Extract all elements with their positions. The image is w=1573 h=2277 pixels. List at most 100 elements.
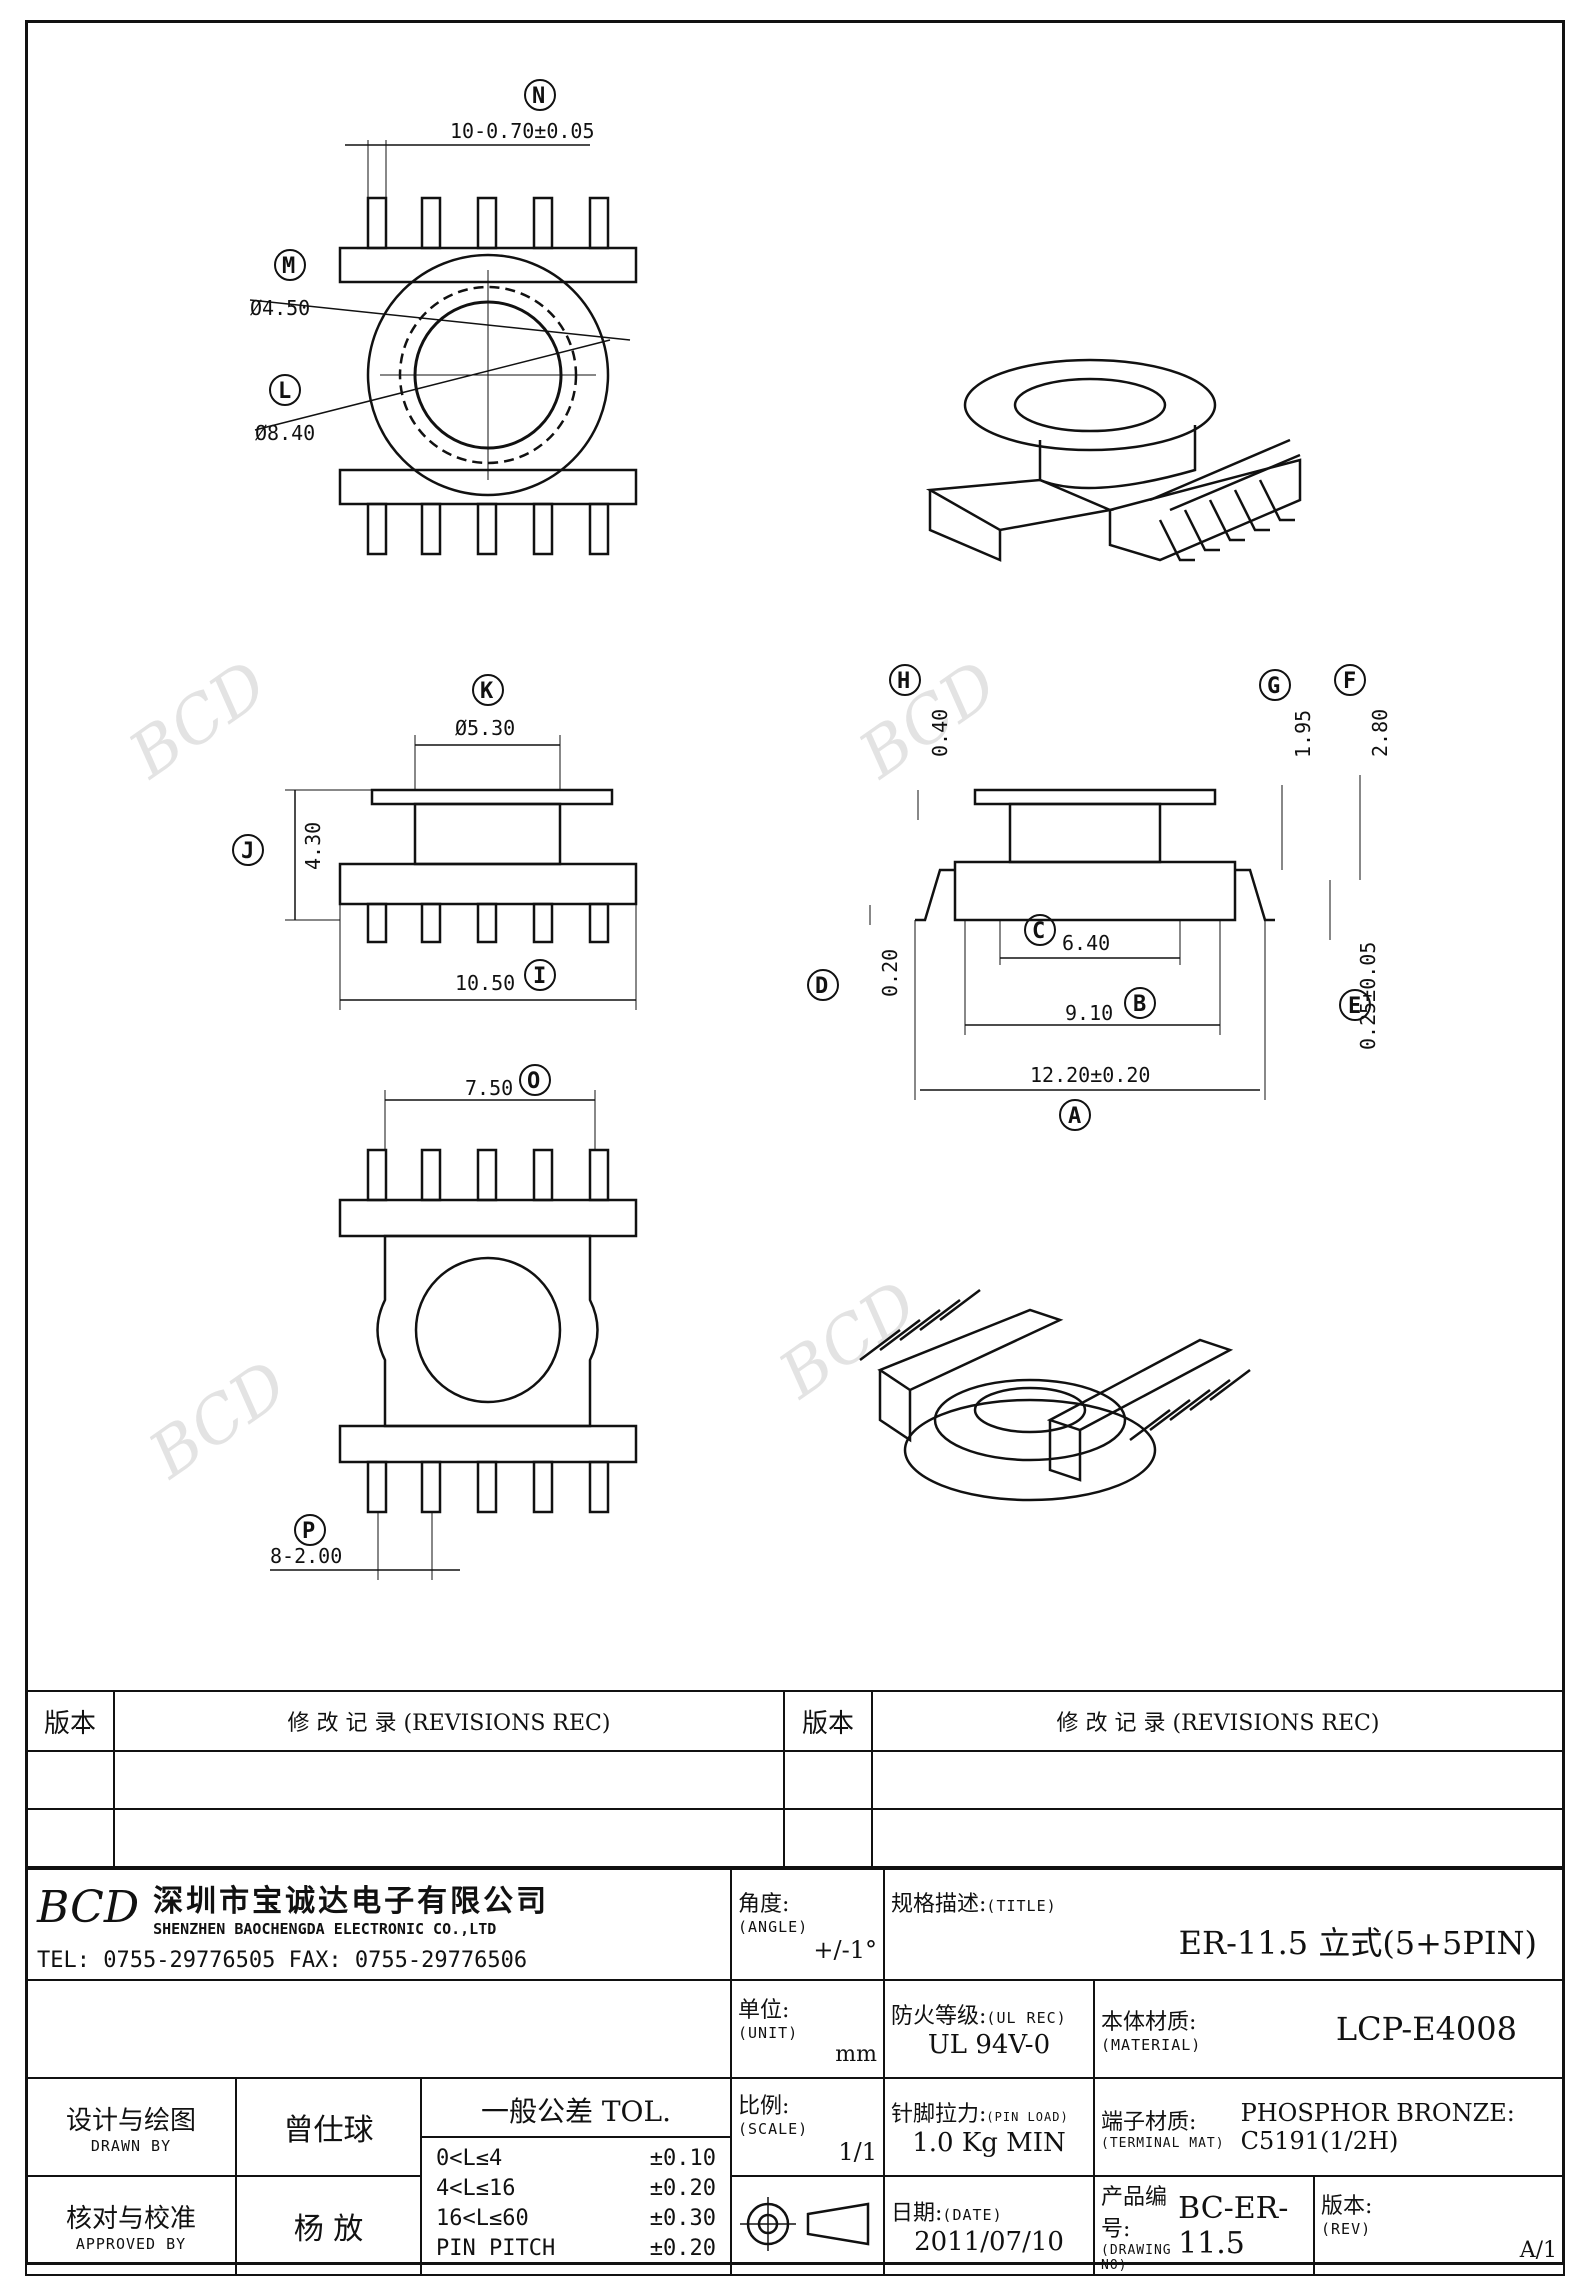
rev-col-version: 版本: [25, 1690, 115, 1752]
tol-value: ±0.30: [649, 2205, 716, 2231]
tol-row-1: 0<L≤4 ±0.10: [436, 2144, 716, 2174]
company-tel-fax: TEL: 0755-29776505 FAX: 0755-29776506: [37, 1948, 528, 1973]
dim-O-text: 7.50: [465, 1076, 513, 1100]
balloon-J: J: [232, 834, 264, 866]
tol-value: ±0.10: [649, 2145, 716, 2171]
drawing-no-cell: 产品编号:(DRAWING NO) BC-ER-11.5: [1093, 2175, 1315, 2276]
dim-D-text: 0.20: [878, 949, 902, 997]
dim-A-text: 12.20±0.20: [1030, 1063, 1150, 1087]
svg-text:F: F: [1343, 669, 1356, 694]
title-label-en: (TITLE): [986, 1896, 1057, 1915]
rev-cell: [871, 1808, 1565, 1868]
watermark-text: BCD: [116, 647, 281, 793]
balloon-F: F: [1334, 664, 1366, 696]
tolerance-title: 一般公差 TOL.: [422, 2084, 730, 2138]
dim-L-text: Ø8.40: [255, 421, 315, 445]
top-view: [249, 140, 638, 556]
rev-col-record-2: 修 改 记 录 (REVISIONS REC): [871, 1690, 1565, 1752]
drawn-label: 设计与绘图: [65, 2105, 196, 2136]
unit-label: 单位:: [738, 1997, 790, 2023]
balloon-D: D: [807, 969, 839, 1001]
approved-label-cell: 核对与校准 APPROVED BY: [25, 2175, 237, 2276]
dim-B-text: 9.10: [1065, 1001, 1113, 1025]
company-name-en: SHENZHEN BAOCHENGDA ELECTRONIC CO.,LTD: [153, 1920, 497, 1938]
bottom-view: [270, 1090, 638, 1580]
balloon-C: C: [1024, 914, 1056, 946]
technical-drawing: BCD BCD BCD BCD: [116, 79, 1392, 1580]
front-view-right: [869, 775, 1361, 1100]
dim-C-text: 6.40: [1062, 931, 1110, 955]
svg-text:D: D: [815, 974, 828, 999]
drawn-value: 曾仕球: [235, 2077, 422, 2177]
angle-value: +/-1°: [813, 1935, 877, 1964]
company-cell: BCD 深圳市宝诚达电子有限公司 SHENZHEN BAOCHENGDA ELE…: [25, 1868, 732, 1981]
date-cell: 日期:(DATE) 2011/07/10: [883, 2175, 1095, 2276]
dim-M-text: Ø4.50: [250, 296, 310, 320]
pin-load-value: 1.0 Kg MIN: [912, 2128, 1066, 2158]
ul-label-en: (UL REC): [986, 2009, 1067, 2027]
unit-value: mm: [835, 2041, 877, 2067]
date-value: 2011/07/10: [914, 2226, 1064, 2257]
terminal-value-1: PHOSPHOR BRONZE:: [1240, 2099, 1515, 2127]
scale-label-en: (SCALE): [738, 2120, 809, 2138]
scale-value: 1/1: [838, 2138, 877, 2166]
svg-text:M: M: [282, 254, 295, 279]
drawing-no-label-en: (DRAWING NO): [1101, 2242, 1172, 2273]
svg-text:E: E: [1348, 994, 1361, 1019]
tol-range: 16<L≤60: [436, 2205, 529, 2231]
svg-text:I: I: [533, 964, 546, 989]
dim-K-text: Ø5.30: [455, 716, 515, 740]
tol-range: PIN PITCH: [436, 2235, 556, 2261]
svg-text:J: J: [241, 839, 254, 864]
svg-text:N: N: [532, 84, 545, 109]
date-label-en: (DATE): [942, 2205, 1003, 2224]
iso-view-bottom: [859, 1289, 1251, 1502]
angle-label-en: (ANGLE): [738, 1917, 809, 1936]
drawn-label-cell: 设计与绘图 DRAWN BY: [25, 2077, 237, 2177]
company-name-cn: 深圳市宝诚达电子有限公司: [153, 1884, 550, 1919]
watermark-group: BCD BCD BCD BCD: [116, 647, 1011, 1493]
pin-load-label: 针脚拉力:: [891, 2102, 987, 2127]
material-value: LCP-E4008: [1335, 2010, 1517, 2048]
unit-cell: 单位: (UNIT) mm: [730, 1979, 885, 2079]
company-logo: BCD: [37, 1881, 140, 1933]
title-value: ER-11.5 立式(5+5PIN): [1178, 1923, 1537, 1962]
material-cell: 本体材质:(MATERIAL) LCP-E4008: [1093, 1979, 1565, 2079]
terminal-value-2: C5191(1/2H): [1240, 2127, 1399, 2155]
scale-label: 比例:: [738, 2094, 790, 2119]
svg-text:G: G: [1267, 674, 1280, 699]
rev-cell: [871, 1750, 1565, 1810]
approved-value: 杨 放: [235, 2175, 422, 2276]
tol-row-2: 4<L≤16±0.20: [436, 2174, 716, 2204]
third-angle-projection-icon: [740, 2196, 870, 2251]
balloon-L: L: [269, 374, 301, 406]
dim-N-text: 10-0.70±0.05: [450, 119, 595, 143]
pin-load-cell: 针脚拉力:(PIN LOAD) 1.0 Kg MIN: [883, 2077, 1095, 2177]
rev-label-en: (REV): [1321, 2220, 1372, 2238]
terminal-label: 端子材质:: [1101, 2109, 1197, 2135]
balloon-P: P: [294, 1514, 326, 1546]
tol-range: 4<L≤16: [436, 2175, 516, 2201]
tol-range: 0<L≤4: [436, 2145, 503, 2171]
dim-H-text: 0.40: [928, 709, 952, 757]
balloon-A: A: [1059, 1099, 1091, 1131]
dim-J-text: 4.30: [301, 822, 325, 870]
dimension-labels: N 10-0.70±0.05 M Ø4.50 L Ø8.40 K Ø5.30 J…: [232, 79, 1392, 1568]
rev-cell: [113, 1808, 785, 1868]
ul-cell: 防火等级:(UL REC) UL 94V-0: [883, 1979, 1095, 2079]
rev-cell: [783, 1808, 873, 1868]
angle-cell: 角度: (ANGLE) +/-1°: [730, 1868, 885, 1981]
watermark-text: BCD: [136, 1347, 301, 1493]
revisions-table: 版本 修 改 记 录 (REVISIONS REC) 版本 修 改 记 录 (R…: [25, 1690, 1565, 1868]
balloon-B: B: [1124, 987, 1156, 1019]
pin-load-label-en: (PIN LOAD): [986, 2110, 1069, 2124]
dim-G-text: 1.95: [1291, 710, 1315, 758]
balloon-K: K: [472, 674, 504, 706]
terminal-label-en: (TERMINAL MAT): [1101, 2135, 1225, 2151]
iso-view-top: [925, 358, 1302, 562]
balloon-O: O: [519, 1064, 551, 1096]
approved-label-en: APPROVED BY: [75, 2235, 187, 2253]
dim-F-text: 2.80: [1368, 709, 1392, 757]
svg-text:O: O: [527, 1069, 540, 1094]
rev-label: 版本:: [1321, 2194, 1373, 2219]
